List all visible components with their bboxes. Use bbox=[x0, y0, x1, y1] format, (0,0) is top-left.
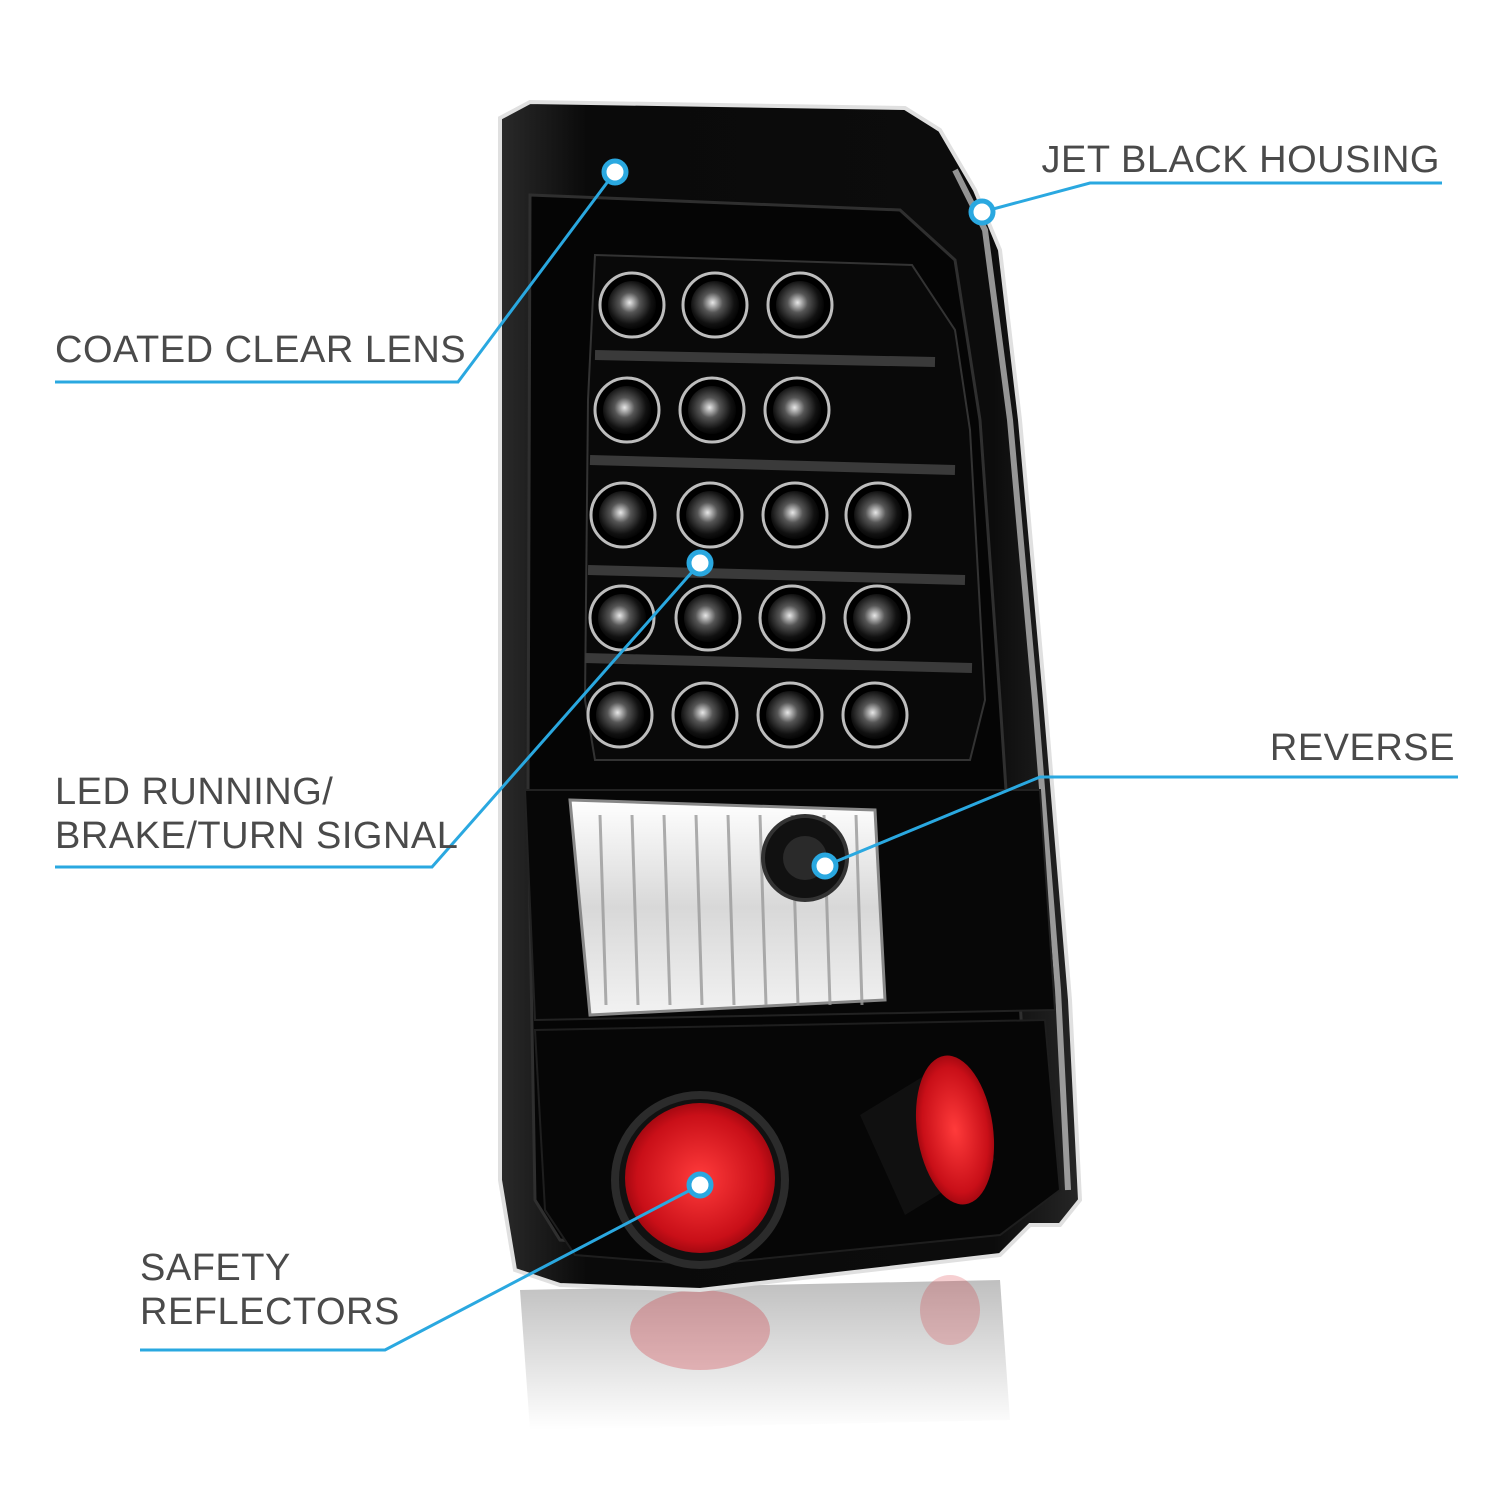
clear-lens-rib bbox=[662, 814, 672, 1006]
led-lens bbox=[684, 594, 732, 642]
led-lens bbox=[691, 281, 739, 329]
floor-reflection bbox=[520, 1280, 1010, 1430]
dot-led bbox=[686, 549, 714, 577]
callout-text: JET BLACK HOUSING bbox=[1041, 139, 1440, 181]
led-lens bbox=[766, 691, 814, 739]
led-array bbox=[586, 271, 912, 749]
divider-2 bbox=[589, 455, 956, 475]
led-lens bbox=[773, 386, 821, 434]
callout-safety-reflectors: SAFETY REFLECTORS bbox=[140, 1246, 400, 1334]
led-lens bbox=[776, 281, 824, 329]
dot-reverse bbox=[811, 852, 839, 880]
callout-led-running-brake-turn: LED RUNNING/ BRAKE/TURN SIGNAL bbox=[55, 770, 458, 858]
clear-lens-rib bbox=[758, 814, 768, 1006]
dot-housing bbox=[968, 198, 996, 226]
clear-lens-rib bbox=[630, 814, 640, 1006]
led-lens bbox=[598, 594, 646, 642]
reflection-red-left bbox=[630, 1290, 770, 1370]
led-lens bbox=[853, 594, 901, 642]
led-lens bbox=[854, 491, 902, 539]
divider-4 bbox=[584, 653, 973, 673]
leader-led bbox=[55, 562, 702, 869]
callout-text: REVERSE bbox=[1269, 727, 1455, 769]
clear-lens-rib bbox=[726, 814, 736, 1006]
leader-clear-lens bbox=[55, 171, 617, 384]
callout-text-line-2: BRAKE/TURN SIGNAL bbox=[55, 815, 459, 857]
callout-text-line-1: LED RUNNING/ bbox=[55, 771, 334, 813]
callout-text-line-1: SAFETY bbox=[140, 1247, 291, 1289]
callout-reverse: REVERSE bbox=[1270, 726, 1455, 770]
led-row-dividers bbox=[584, 350, 973, 673]
callout-leaders bbox=[55, 171, 1458, 1352]
led-lens bbox=[768, 594, 816, 642]
callout-dots bbox=[601, 158, 996, 1199]
leader-housing bbox=[981, 181, 1442, 214]
led-lens bbox=[603, 386, 651, 434]
led-lens bbox=[688, 386, 736, 434]
callout-text-line-2: REFLECTORS bbox=[140, 1291, 400, 1333]
led-lens bbox=[596, 691, 644, 739]
safety-reflector-right bbox=[915, 1055, 995, 1205]
led-lens bbox=[599, 491, 647, 539]
callout-coated-clear-lens: COATED CLEAR LENS bbox=[55, 328, 466, 372]
led-lens bbox=[851, 691, 899, 739]
dot-reflectors bbox=[686, 1171, 714, 1199]
led-lens bbox=[686, 491, 734, 539]
divider-1 bbox=[594, 350, 936, 367]
clear-lens-rib bbox=[598, 814, 608, 1006]
leader-reflectors bbox=[140, 1183, 701, 1352]
clear-lens-ribs bbox=[598, 814, 864, 1006]
clear-lens-rib bbox=[694, 814, 704, 1006]
divider-3 bbox=[587, 565, 966, 585]
callout-jet-black-housing: JET BLACK HOUSING bbox=[1042, 138, 1440, 182]
leader-reverse bbox=[824, 775, 1458, 868]
clear-lens-rib bbox=[854, 814, 864, 1006]
callout-text: COATED CLEAR LENS bbox=[55, 329, 467, 371]
reflection-red-right bbox=[920, 1275, 980, 1345]
led-lens bbox=[771, 491, 819, 539]
led-lens bbox=[681, 691, 729, 739]
led-lens bbox=[608, 281, 656, 329]
dot-clear-lens bbox=[601, 158, 629, 186]
